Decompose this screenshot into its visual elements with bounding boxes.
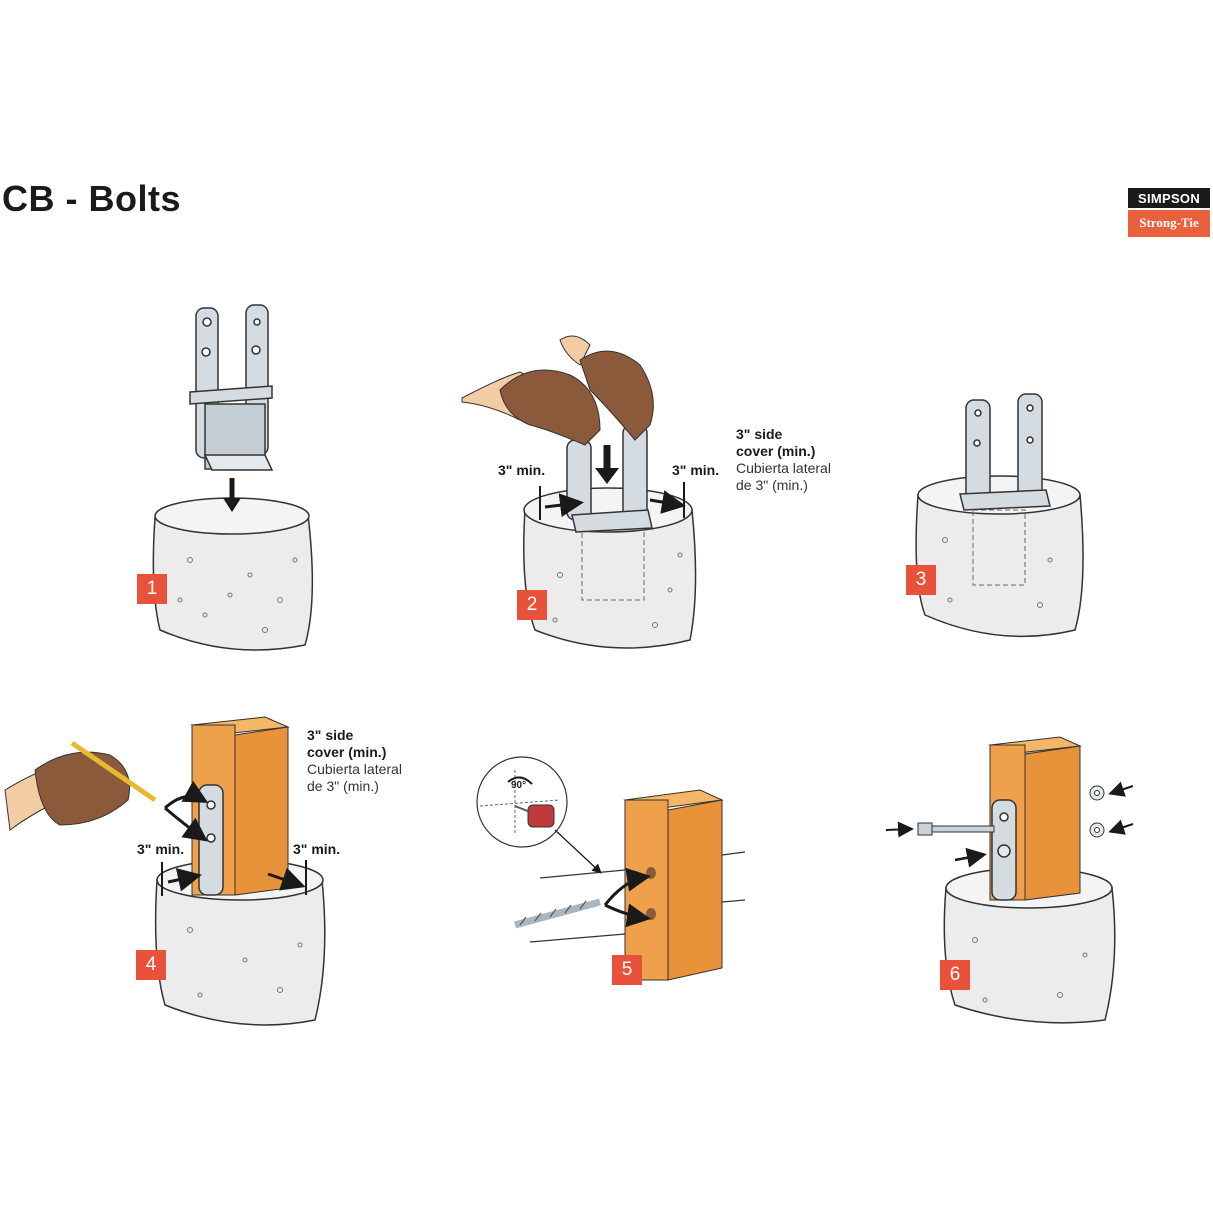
note-spanish-line-2: de 3" (min.) bbox=[736, 477, 808, 493]
drill-angle-label: 90° bbox=[511, 780, 527, 791]
bolt bbox=[917, 822, 995, 836]
note-spanish-line-1: Cubierta lateral bbox=[307, 761, 402, 777]
step-2-left-dimension: 3" min. bbox=[498, 462, 546, 478]
step-5-badge: 5 bbox=[612, 955, 642, 985]
step-4-side-cover-note: 3" side cover (min.) Cubierta lateral de… bbox=[307, 727, 402, 795]
nuts-and-washers bbox=[1089, 785, 1105, 838]
left-dimension-arrow bbox=[167, 868, 202, 892]
step-3-illustration bbox=[915, 393, 1084, 638]
note-spanish-line-1: Cubierta lateral bbox=[736, 460, 831, 476]
cb-bracket bbox=[189, 304, 274, 471]
step-5-illustration bbox=[476, 756, 746, 981]
left-dimension-arrow bbox=[544, 493, 584, 518]
step-6-illustration bbox=[885, 736, 1134, 1024]
step-2-right-dimension: 3" min. bbox=[672, 462, 720, 478]
note-english-line-1: 3" side bbox=[307, 727, 354, 743]
cb-bracket bbox=[991, 799, 1017, 901]
right-dimension-arrow bbox=[649, 490, 686, 514]
note-english-line-1: 3" side bbox=[736, 426, 783, 442]
logo-top-text: SIMPSON bbox=[1128, 188, 1210, 208]
wood-post bbox=[623, 789, 724, 981]
simpson-strong-tie-logo: SIMPSON Strong-Tie bbox=[1128, 188, 1210, 237]
drill-bit bbox=[514, 898, 601, 929]
step-4-left-dimension: 3" min. bbox=[137, 841, 185, 857]
cb-bracket bbox=[959, 393, 1051, 511]
step-4-illustration bbox=[4, 716, 326, 1026]
note-english-line-2: cover (min.) bbox=[307, 744, 387, 760]
step-1-illustration bbox=[152, 304, 314, 651]
step-4-right-dimension: 3" min. bbox=[293, 841, 341, 857]
concrete-footing bbox=[152, 497, 314, 651]
note-english-line-2: cover (min.) bbox=[736, 443, 816, 459]
right-dimension-arrow bbox=[267, 867, 306, 891]
step-2-side-cover-note: 3" side cover (min.) Cubierta lateral de… bbox=[736, 426, 831, 494]
cb-bracket bbox=[198, 784, 224, 896]
gloved-hands bbox=[461, 335, 654, 446]
step-2-illustration bbox=[461, 335, 697, 649]
note-spanish-line-2: de 3" (min.) bbox=[307, 778, 379, 794]
step-3-badge: 3 bbox=[906, 565, 936, 595]
step-6-badge: 6 bbox=[940, 960, 970, 990]
step-4-badge: 4 bbox=[136, 950, 166, 980]
step-2-badge: 2 bbox=[517, 590, 547, 620]
drill-angle-detail bbox=[476, 756, 568, 848]
step-1-badge: 1 bbox=[137, 574, 167, 604]
logo-bottom-text: Strong-Tie bbox=[1128, 210, 1210, 237]
gloved-hand-with-pencil bbox=[4, 740, 157, 831]
page-title: CB - Bolts bbox=[2, 178, 181, 219]
